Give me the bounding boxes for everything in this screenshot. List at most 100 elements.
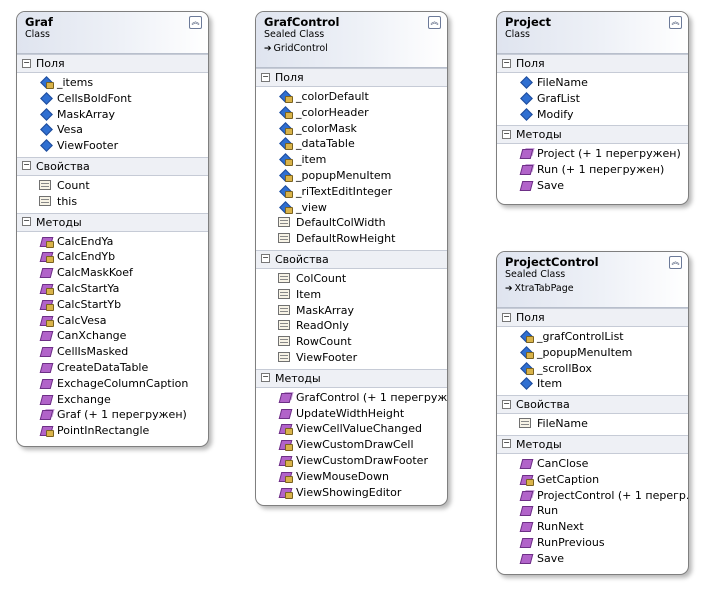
field-icon <box>37 139 53 153</box>
double-chevron-up-icon[interactable]: ︽ <box>669 256 682 269</box>
list-item[interactable]: Project (+ 1 перегружен) <box>497 146 688 162</box>
class-header[interactable]: Project Class ︽ <box>497 12 688 54</box>
list-item[interactable]: _item <box>256 152 447 168</box>
class-header[interactable]: Graf Class ︽ <box>17 12 208 54</box>
list-item[interactable]: GrafControl (+ 1 перегруж... <box>256 390 447 406</box>
list-item[interactable]: ProjectControl (+ 1 перегр... <box>497 488 688 504</box>
list-item[interactable]: _scrollBox <box>497 361 688 377</box>
list-item[interactable]: Modify <box>497 107 688 123</box>
minus-box-icon[interactable]: − <box>261 253 270 264</box>
list-item[interactable]: PointInRectangle <box>17 423 208 439</box>
list-item[interactable]: RunPrevious <box>497 535 688 551</box>
minus-box-icon[interactable]: − <box>22 57 31 68</box>
class-name: Project <box>505 15 552 29</box>
section-methods[interactable]: −Методы <box>256 368 447 388</box>
class-kind: Class <box>505 29 530 40</box>
list-item[interactable]: Run <box>497 503 688 519</box>
list-item[interactable]: ColCount <box>256 271 447 287</box>
list-item[interactable]: ViewMouseDown <box>256 469 447 485</box>
list-item[interactable]: GrafList <box>497 91 688 107</box>
class-box-grafcontrol[interactable]: GrafControl Sealed Class ➔GridControl ︽ … <box>255 11 448 506</box>
list-item[interactable]: ViewCustomDrawFooter <box>256 453 447 469</box>
double-chevron-up-icon[interactable]: ︽ <box>189 16 202 29</box>
double-chevron-up-icon[interactable]: ︽ <box>669 16 682 29</box>
list-item[interactable]: CalcMaskKoef <box>17 265 208 281</box>
list-item[interactable]: ViewShowingEditor <box>256 485 447 501</box>
list-item[interactable]: MaskArray <box>256 303 447 319</box>
section-methods[interactable]: −Методы <box>497 125 688 145</box>
class-header[interactable]: GrafControl Sealed Class ➔GridControl ︽ <box>256 12 447 68</box>
list-item[interactable]: ViewFooter <box>17 138 208 154</box>
list-item[interactable]: Count <box>17 178 208 194</box>
section-fields[interactable]: −Поля <box>497 308 688 327</box>
list-item[interactable]: ViewCustomDrawCell <box>256 437 447 453</box>
list-item[interactable]: _riTextEditInteger <box>256 184 447 200</box>
class-box-graf[interactable]: Graf Class ︽ −Поля _items CellsBoldFont … <box>16 11 209 447</box>
property-icon <box>276 304 292 316</box>
list-item[interactable]: UpdateWidthHeight <box>256 406 447 422</box>
list-item[interactable]: _items <box>17 75 208 91</box>
section-properties[interactable]: −Свойства <box>497 395 688 415</box>
minus-box-icon[interactable]: − <box>502 128 511 139</box>
section-methods[interactable]: −Методы <box>17 212 208 232</box>
minus-box-icon[interactable]: − <box>261 372 270 383</box>
minus-box-icon[interactable]: − <box>502 438 511 449</box>
list-item[interactable]: CalcEndYa <box>17 234 208 250</box>
list-item[interactable]: ViewFooter <box>256 350 447 366</box>
list-item[interactable]: _colorMask <box>256 121 447 137</box>
list-item[interactable]: Save <box>497 551 688 567</box>
list-item[interactable]: RunNext <box>497 519 688 535</box>
list-item[interactable]: ReadOnly <box>256 318 447 334</box>
minus-box-icon[interactable]: − <box>502 57 511 68</box>
section-properties[interactable]: −Свойства <box>256 249 447 269</box>
list-item[interactable]: DefaultRowHeight <box>256 231 447 247</box>
section-properties[interactable]: −Свойства <box>17 156 208 176</box>
list-item[interactable]: this <box>17 194 208 210</box>
list-item[interactable]: CalcEndYb <box>17 249 208 265</box>
minus-box-icon[interactable]: − <box>22 216 31 227</box>
list-item[interactable]: _dataTable <box>256 136 447 152</box>
minus-box-icon[interactable]: − <box>502 311 511 322</box>
list-item[interactable]: CalcStartYb <box>17 297 208 313</box>
list-item[interactable]: ExchageColumnCaption <box>17 376 208 392</box>
list-item[interactable]: Item <box>256 287 447 303</box>
list-item[interactable]: CellsBoldFont <box>17 91 208 107</box>
list-item[interactable]: MaskArray <box>17 107 208 123</box>
section-methods[interactable]: −Методы <box>497 434 688 454</box>
list-item[interactable]: Save <box>497 178 688 194</box>
list-item[interactable]: _popupMenuItem <box>256 168 447 184</box>
list-item[interactable]: FileName <box>497 75 688 91</box>
list-item[interactable]: _view <box>256 200 447 216</box>
section-fields[interactable]: −Поля <box>256 68 447 87</box>
list-item[interactable]: Graf (+ 1 перегружен) <box>17 407 208 423</box>
list-item[interactable]: _grafControlList <box>497 329 688 345</box>
list-item[interactable]: RowCount <box>256 334 447 350</box>
list-item[interactable]: _colorDefault <box>256 89 447 105</box>
list-item[interactable]: DefaultColWidth <box>256 215 447 231</box>
list-item[interactable]: Vesa <box>17 122 208 138</box>
section-fields[interactable]: −Поля <box>497 54 688 73</box>
list-item[interactable]: GetCaption <box>497 472 688 488</box>
double-chevron-up-icon[interactable]: ︽ <box>428 16 441 29</box>
list-item[interactable]: _popupMenuItem <box>497 345 688 361</box>
class-box-projectcontrol[interactable]: ProjectControl Sealed Class ➔XtraTabPage… <box>496 251 689 575</box>
class-box-project[interactable]: Project Class ︽ −Поля FileName GrafList … <box>496 11 689 205</box>
minus-box-icon[interactable]: − <box>22 160 31 171</box>
list-item[interactable]: CanXchange <box>17 328 208 344</box>
field-icon <box>37 107 53 121</box>
list-item[interactable]: CanClose <box>497 456 688 472</box>
list-item[interactable]: Item <box>497 376 688 392</box>
list-item[interactable]: Exchange <box>17 392 208 408</box>
list-item[interactable]: ViewCellValueChanged <box>256 421 447 437</box>
list-item[interactable]: CellIsMasked <box>17 344 208 360</box>
list-item[interactable]: _colorHeader <box>256 105 447 121</box>
section-fields[interactable]: −Поля <box>17 54 208 73</box>
minus-box-icon[interactable]: − <box>502 398 511 409</box>
list-item[interactable]: FileName <box>497 416 688 432</box>
list-item[interactable]: CreateDataTable <box>17 360 208 376</box>
minus-box-icon[interactable]: − <box>261 71 270 82</box>
class-header[interactable]: ProjectControl Sealed Class ➔XtraTabPage… <box>497 252 688 308</box>
list-item[interactable]: Run (+ 1 перегружен) <box>497 162 688 178</box>
list-item[interactable]: CalcVesa <box>17 313 208 329</box>
list-item[interactable]: CalcStartYa <box>17 281 208 297</box>
